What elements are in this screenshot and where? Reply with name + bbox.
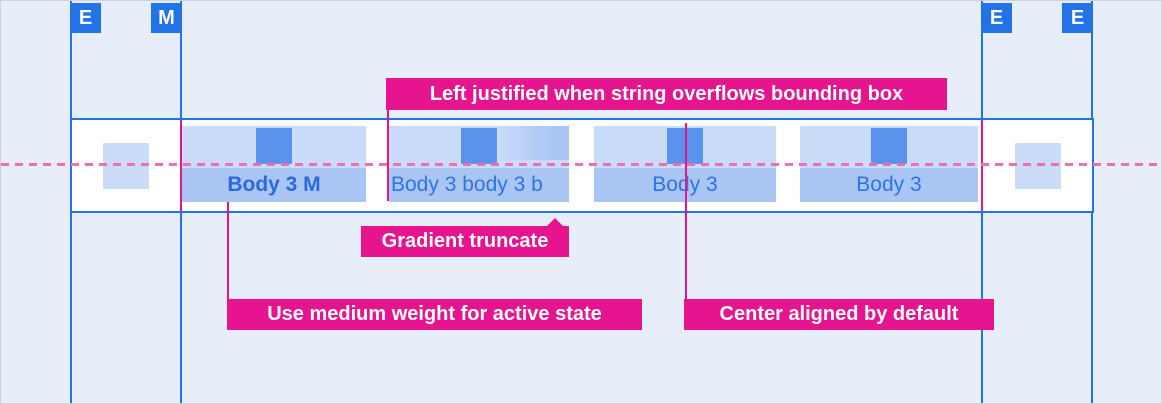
tab-icon-bounding-box: [182, 126, 366, 168]
ruler-marker-edge-right-inner: E: [981, 3, 1012, 33]
callout-line-left-justified: [387, 110, 389, 201]
tab-label: Body 3: [800, 168, 978, 202]
callout-center-aligned: Center aligned by default: [684, 299, 994, 330]
callout-line-medium-weight: [227, 202, 229, 299]
tab-label: Body 3 body 3 b: [389, 168, 569, 202]
callout-medium-weight: Use medium weight for active state: [227, 299, 642, 330]
tab-label: Body 3 M: [182, 168, 366, 202]
tab-overflowing-label[interactable]: Body 3 body 3 b: [389, 126, 569, 202]
tab-icon-placeholder: [256, 128, 292, 164]
tab-icon-placeholder: [871, 128, 907, 164]
callout-notch: [547, 218, 563, 226]
ruler-marker-edge-right-outer: E: [1062, 3, 1093, 33]
gradient-truncate-fade: [495, 126, 569, 160]
ruler-marker-margin-left: M: [151, 3, 182, 33]
center-dashed-line: [1, 163, 1161, 166]
edge-placeholder-square-right: [1015, 143, 1061, 189]
callout-line-center-aligned: [685, 123, 687, 299]
ruler-marker-edge-left: E: [70, 3, 101, 33]
edge-placeholder-square-left: [103, 143, 149, 189]
callout-left-justified: Left justified when string overflows bou…: [386, 78, 947, 110]
tab-icon-placeholder: [461, 128, 497, 164]
tab-default-fourth[interactable]: Body 3: [800, 126, 978, 202]
tab-active[interactable]: Body 3 M: [182, 126, 366, 202]
callout-gradient-truncate: Gradient truncate: [361, 218, 569, 257]
tab-icon-bounding-box: [800, 126, 978, 168]
